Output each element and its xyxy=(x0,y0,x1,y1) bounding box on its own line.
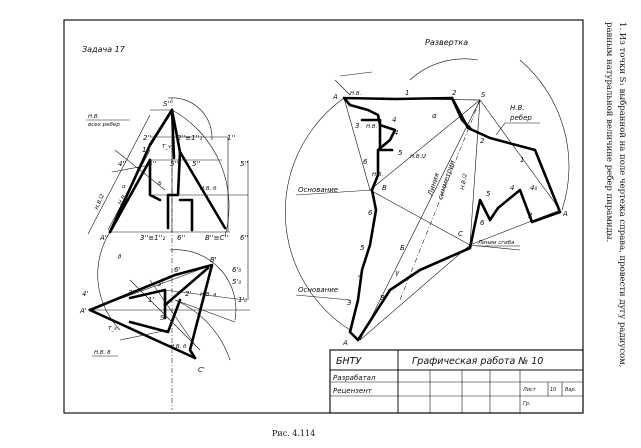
svg-text:4'': 4'' xyxy=(118,160,126,168)
svg-text:T_v: T_v xyxy=(162,144,172,150)
svg-text:4': 4' xyxy=(82,290,88,298)
svg-text:4: 4 xyxy=(510,184,514,192)
svg-text:5: 5 xyxy=(486,190,491,198)
svg-text:6'₀: 6'₀ xyxy=(232,266,241,274)
svg-text:5'': 5'' xyxy=(240,160,248,168)
svg-text:6: 6 xyxy=(368,209,373,217)
svg-text:S': S' xyxy=(160,314,166,322)
svg-text:1'₀: 1'₀ xyxy=(238,296,247,304)
svg-text:A: A xyxy=(332,93,338,101)
svg-text:3': 3' xyxy=(128,289,134,297)
svg-text:1'': 1'' xyxy=(227,134,235,142)
svg-text:6: 6 xyxy=(480,219,485,227)
svg-text:Н.В.: Н.В. xyxy=(366,124,378,130)
fold-line-label: Линии сгиба xyxy=(477,240,515,246)
svg-text:A'': A'' xyxy=(99,234,109,242)
svg-text:3: 3 xyxy=(347,299,351,307)
svg-text:α: α xyxy=(122,184,126,190)
svg-text:A': A' xyxy=(79,307,87,315)
svg-text:5'₀: 5'₀ xyxy=(232,278,241,286)
reviewer-label: Рецензент xyxy=(333,387,373,395)
svg-text:Н.В.: Н.В. xyxy=(372,172,384,178)
svg-text:S'': S'' xyxy=(163,100,171,108)
title-block: БНТУ Графическая работа № 10 Разрабатал … xyxy=(329,349,584,414)
svg-text:Б: Б xyxy=(400,244,405,252)
svg-text:T_s: T_s xyxy=(108,326,117,332)
svg-text:5: 5 xyxy=(360,244,365,252)
drawing-frame xyxy=(63,19,584,414)
svg-text:2: 2 xyxy=(480,137,485,145)
base-label-2: Основание xyxy=(298,286,338,294)
nv-aside-label: Н.В. xyxy=(118,193,129,206)
svg-text:6'': 6'' xyxy=(177,234,185,242)
task-title: Задача 17 xyxy=(82,45,126,54)
development-title: Развертка xyxy=(425,38,468,47)
base-label-1: Основание xyxy=(298,186,338,194)
svg-text:4'': 4'' xyxy=(148,160,156,168)
nv-edges-label-2: ребер xyxy=(509,114,532,122)
svg-text:1: 1 xyxy=(520,156,524,164)
group-label: Гр. xyxy=(523,401,531,407)
nv-l12-label: Н.В.l2 xyxy=(94,193,106,211)
svg-text:Н.В.l2: Н.В.l2 xyxy=(410,154,427,160)
svg-text:4: 4 xyxy=(358,272,362,280)
nv-edges-label-1: Н.В. xyxy=(510,104,525,112)
nv-all-edges-label-1: Н.В. xyxy=(88,114,100,120)
svg-text:Н.В. 8: Н.В. 8 xyxy=(94,350,111,356)
svg-text:5: 5 xyxy=(398,149,403,157)
svg-text:B': B' xyxy=(210,256,217,264)
svg-text:A: A xyxy=(342,339,348,347)
svg-text:5'': 5'' xyxy=(192,160,200,168)
svg-text:5': 5' xyxy=(157,280,163,288)
svg-text:Б: Б xyxy=(158,181,162,187)
svg-text:3: 3 xyxy=(355,122,359,130)
svg-text:2: 2 xyxy=(452,89,457,97)
svg-text:2'': 2'' xyxy=(143,134,151,142)
sheet-label: Лист xyxy=(522,387,537,393)
side-note-line-2: равным натуральной величине ребер пирами… xyxy=(604,22,615,242)
sheet-number: 10 xyxy=(550,387,556,393)
svg-text:5'': 5'' xyxy=(170,160,178,168)
org-name: БНТУ xyxy=(336,356,362,367)
svg-text:1: 1 xyxy=(142,146,146,154)
nv-all-edges-label-2: всех ребер xyxy=(88,122,120,128)
svg-text:Н.В. б: Н.В. б xyxy=(170,344,187,350)
svg-text:4: 4 xyxy=(394,129,398,137)
svg-text:2''≡1''₁: 2''≡1''₁ xyxy=(177,134,202,142)
svg-text:В: В xyxy=(380,294,385,302)
svg-text:1: 1 xyxy=(405,89,409,97)
svg-text:A: A xyxy=(562,210,568,218)
svg-text:B: B xyxy=(382,184,387,192)
svg-text:B''≡C'': B''≡C'' xyxy=(205,234,228,242)
figure-caption: Рис. 4.114 xyxy=(272,429,315,438)
svg-text:1': 1' xyxy=(148,296,154,304)
svg-text:6': 6' xyxy=(174,266,180,274)
svg-text:4: 4 xyxy=(392,116,396,124)
svg-text:6'': 6'' xyxy=(240,234,248,242)
arc-large xyxy=(171,109,230,237)
svg-text:2': 2' xyxy=(185,290,191,298)
svg-text:Н.В. б: Н.В. б xyxy=(200,186,217,192)
svg-text:4₀: 4₀ xyxy=(530,184,537,192)
svg-text:C': C' xyxy=(198,366,205,374)
svg-text:γ: γ xyxy=(395,269,400,277)
svg-text:6: 6 xyxy=(363,158,368,166)
svg-text:β: β xyxy=(118,254,122,260)
svg-text:Н.В.l2: Н.В.l2 xyxy=(460,173,469,191)
svg-text:S: S xyxy=(481,91,486,99)
side-note-line-1: 1. Из точки S₁ выбранной на поле чертежа… xyxy=(617,22,628,367)
svg-text:3: 3 xyxy=(528,212,532,220)
svg-text:C: C xyxy=(458,230,463,238)
variant-label: Вар. xyxy=(565,387,576,393)
svg-text:Н.В. а: Н.В. а xyxy=(200,292,217,298)
developed-label: Разрабатал xyxy=(333,374,376,382)
svg-text:α: α xyxy=(432,112,437,120)
work-title: Графическая работа № 10 xyxy=(412,356,543,367)
svg-text:Н.В.: Н.В. xyxy=(350,91,362,97)
svg-text:3''≡1''₂: 3''≡1''₂ xyxy=(140,234,165,242)
development-outline xyxy=(342,96,562,342)
